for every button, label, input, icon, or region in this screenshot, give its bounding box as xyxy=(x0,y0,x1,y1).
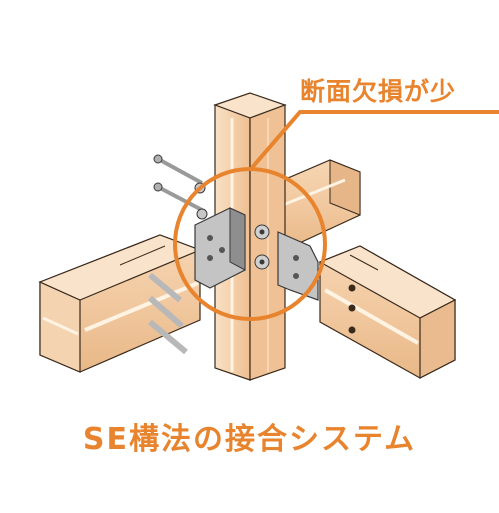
left-beam xyxy=(38,234,202,373)
diagram-caption: SE構法の接合システム xyxy=(82,422,417,457)
callout-label: 断面欠損が少 xyxy=(300,77,457,106)
bolt-icon xyxy=(148,154,208,355)
right-beam xyxy=(318,245,457,379)
joint-hardware-icon xyxy=(194,207,319,301)
callout-marker xyxy=(173,110,499,321)
